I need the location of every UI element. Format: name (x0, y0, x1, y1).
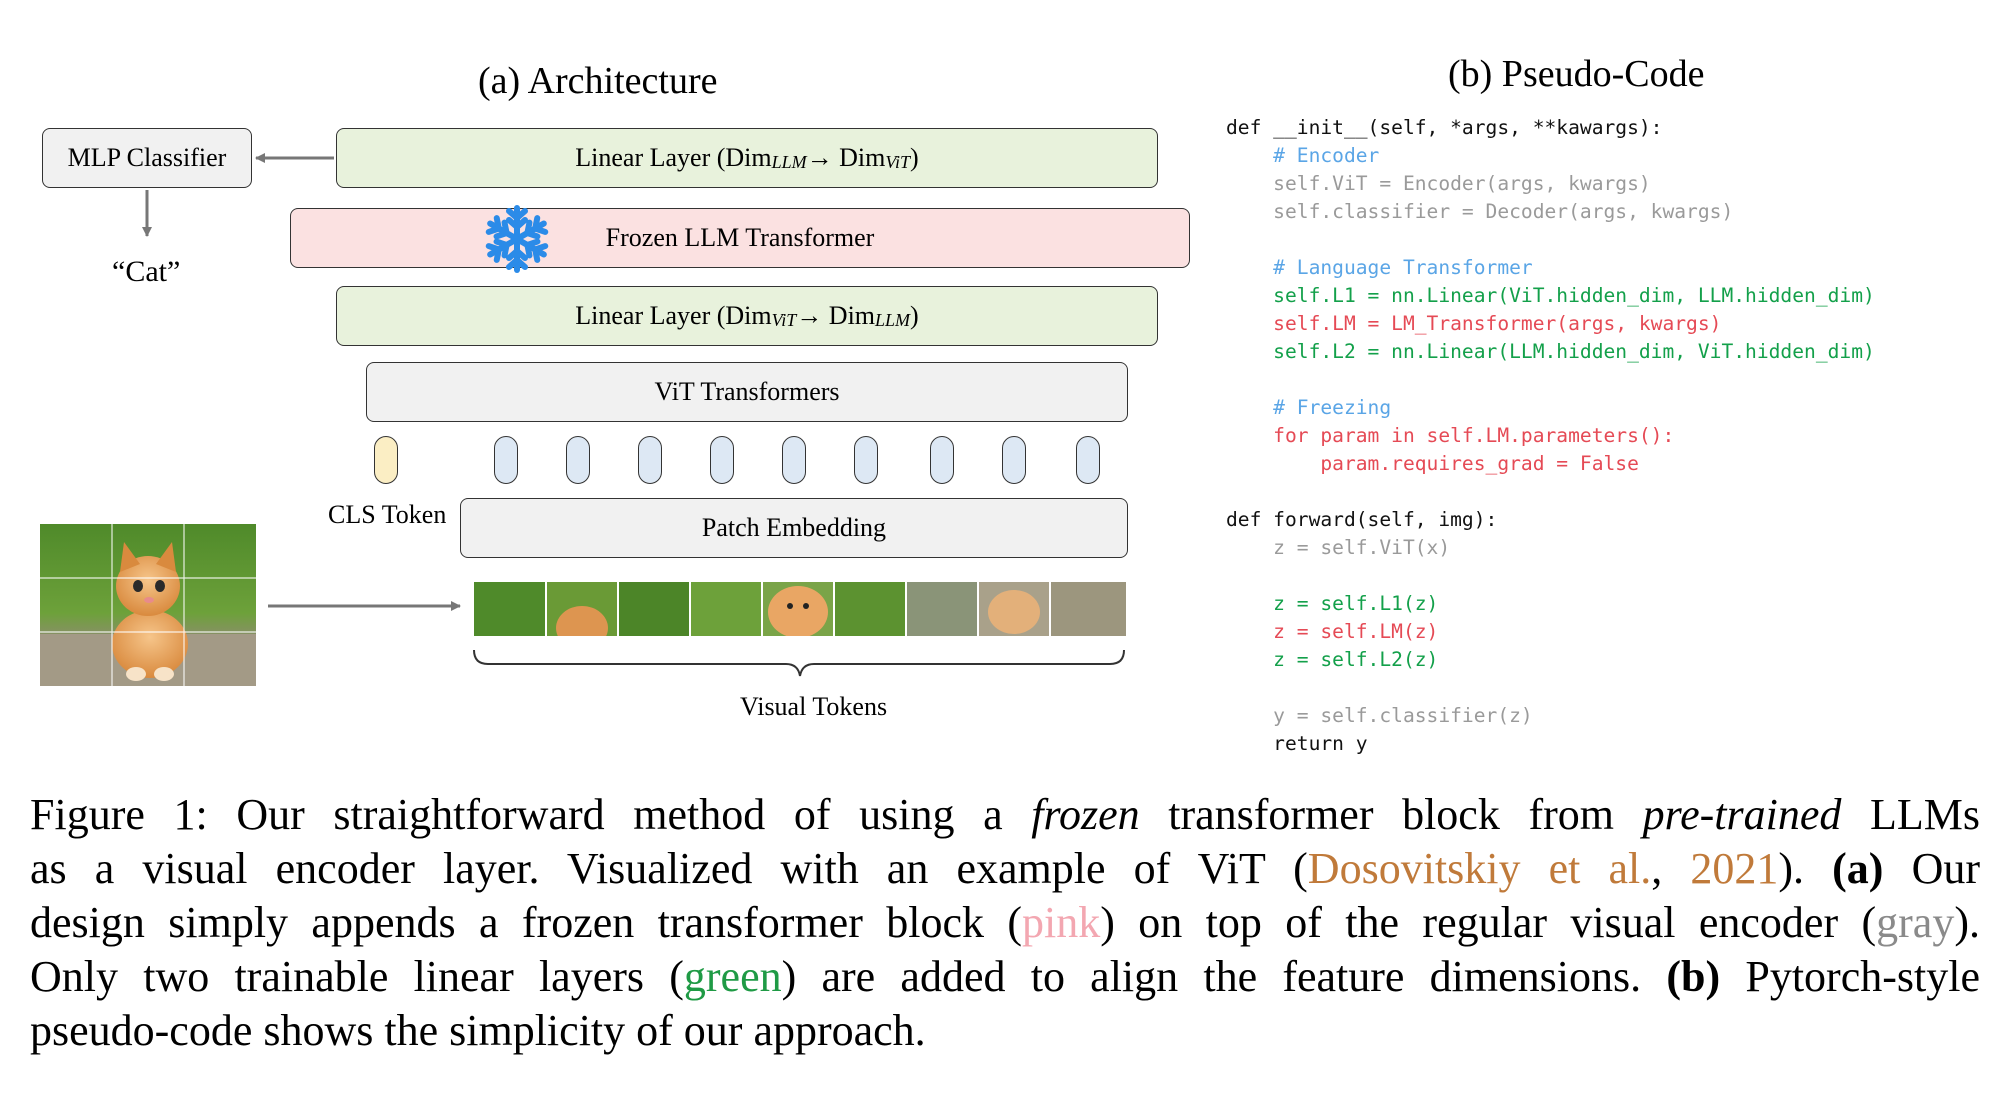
caption-text: LLMs (1841, 790, 1981, 839)
linear-bottom-sub2: LLM (875, 309, 911, 330)
architecture-title: (a) Architecture (478, 60, 718, 102)
caption-text: ) on top of the regular visual encoder ( (1100, 898, 1877, 947)
visual-tokens-label: Visual Tokens (740, 692, 888, 721)
patch-embedding-label: Patch Embedding (701, 513, 887, 542)
caption-text: , (1651, 844, 1691, 893)
code-line (1226, 226, 1875, 254)
caption-line-4: Only two trainable linear layers (green)… (30, 950, 1980, 1004)
vit-transformers-box: ViT Transformers (366, 362, 1128, 422)
caption-text: ). (1778, 844, 1833, 893)
caption-green-word: green (683, 952, 782, 1001)
code-line: # Freezing (1226, 396, 1392, 419)
linear-bottom-arrow: → Dim (796, 301, 876, 330)
code-line (1226, 674, 1875, 702)
code-line: y = self.classifier(z) (1226, 704, 1533, 727)
linear-top-sub1: LLM (771, 151, 807, 172)
code-line (1226, 366, 1875, 394)
cls-token (374, 436, 398, 484)
caption-text: ). (1954, 898, 1980, 947)
mlp-classifier-label: MLP Classifier (67, 143, 227, 172)
caption-gray-word: gray (1876, 898, 1955, 947)
caption-italic-frozen: frozen (1031, 790, 1140, 839)
pseudo-code-title: (b) Pseudo-Code (1448, 53, 1705, 95)
code-line (1226, 478, 1875, 506)
visual-token (930, 436, 954, 484)
visual-token (710, 436, 734, 484)
caption-line-5: pseudo-code shows the simplicity of our … (30, 1006, 926, 1055)
citation-year-link[interactable]: 2021 (1690, 844, 1779, 893)
code-line: self.ViT = Encoder(args, kwargs) (1226, 172, 1651, 195)
caption-text: Figure 1: Our straightforward method of … (30, 790, 1032, 839)
code-line: param.requires_grad = False (1226, 452, 1639, 475)
code-line: z = self.LM(z) (1226, 620, 1439, 643)
code-line: def forward(self, img): (1226, 508, 1498, 531)
caption-italic-pretrained: pre-trained (1642, 790, 1842, 839)
caption-text: Only two trainable linear layers ( (30, 952, 684, 1001)
visual-token (854, 436, 878, 484)
output-label: “Cat” (112, 255, 181, 288)
vit-transformers-label: ViT Transformers (654, 377, 840, 406)
caption-text: design simply appends a frozen transform… (30, 898, 1023, 947)
code-line: z = self.L2(z) (1226, 648, 1439, 671)
code-line (1226, 562, 1875, 590)
linear-top-prefix: Linear Layer (Dim (575, 143, 772, 172)
code-line: # Language Transformer (1226, 256, 1533, 279)
figure-caption: Figure 1: Our straightforward method of … (30, 788, 1980, 1058)
caption-text: transformer block from (1139, 790, 1643, 839)
visual-token (494, 436, 518, 484)
frozen-llm-transformer-box: Frozen LLM Transformer (290, 208, 1190, 268)
visual-token (782, 436, 806, 484)
cls-token-label: CLS Token (328, 500, 447, 529)
linear-bottom-suffix: ) (910, 301, 919, 330)
caption-line-1: Figure 1: Our straightforward method of … (30, 788, 1980, 842)
code-line: self.L1 = nn.Linear(ViT.hidden_dim, LLM.… (1226, 284, 1875, 307)
caption-line-3: design simply appends a frozen transform… (30, 896, 1980, 950)
pseudo-code-block: def __init__(self, *args, **kawargs): # … (1226, 114, 1875, 758)
visual-token (638, 436, 662, 484)
caption-pink-word: pink (1022, 898, 1101, 947)
caption-text: ) are added to align the feature dimensi… (781, 952, 1667, 1001)
frozen-llm-label: Frozen LLM Transformer (605, 223, 875, 252)
visual-tokens-brace (473, 649, 1125, 677)
code-line: self.L2 = nn.Linear(LLM.hidden_dim, ViT.… (1226, 340, 1875, 363)
caption-text: as a visual encoder layer. Visualized wi… (30, 844, 1308, 893)
patch-embedding-box: Patch Embedding (460, 498, 1128, 558)
code-line: # Encoder (1226, 144, 1380, 167)
snowflake-icon (482, 205, 552, 274)
citation-link[interactable]: Dosovitskiy et al. (1307, 844, 1652, 893)
linear-bottom-prefix: Linear Layer (Dim (575, 301, 772, 330)
patch-strip (474, 582, 1126, 636)
visual-token (1076, 436, 1100, 484)
code-line: self.LM = LM_Transformer(args, kwargs) (1226, 312, 1722, 335)
linear-bottom-sub1: ViT (771, 309, 797, 330)
visual-token (1002, 436, 1026, 484)
code-line: z = self.L1(z) (1226, 592, 1439, 615)
caption-bold-b: (b) (1666, 952, 1721, 1001)
code-line: return y (1226, 732, 1368, 755)
visual-token (566, 436, 590, 484)
code-line: for param in self.LM.parameters(): (1226, 424, 1675, 447)
caption-text: Our (1883, 844, 1981, 893)
caption-bold-a: (a) (1832, 844, 1884, 893)
caption-text: Pytorch-style (1720, 952, 1980, 1001)
mlp-classifier-box: MLP Classifier (42, 128, 252, 188)
code-line: def __init__(self, *args, **kawargs): (1226, 116, 1663, 139)
linear-top-sub2: ViT (885, 151, 911, 172)
linear-top-suffix: ) (910, 143, 919, 172)
code-line: z = self.ViT(x) (1226, 536, 1451, 559)
linear-top-arrow: → Dim (806, 143, 886, 172)
caption-line-2: as a visual encoder layer. Visualized wi… (30, 842, 1980, 896)
kitten-image (40, 524, 256, 686)
arrows-layer (142, 153, 1125, 677)
code-line: self.classifier = Decoder(args, kwargs) (1226, 200, 1734, 223)
